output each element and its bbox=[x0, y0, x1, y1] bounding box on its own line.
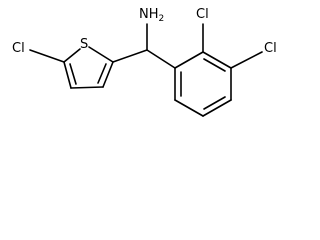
bond-c4-c5-double bbox=[69, 63, 77, 85]
bond-c2-central-carbon bbox=[112, 49, 148, 63]
bond-b5-b6 bbox=[174, 99, 204, 117]
bond-central-carbon-phenyl bbox=[146, 49, 176, 69]
bond-c3-c4 bbox=[70, 86, 104, 89]
benzene-ring bbox=[174, 51, 232, 117]
amine-label: NH2 bbox=[139, 7, 164, 24]
bond-b2-b3 bbox=[202, 51, 232, 69]
bond-b1-b2 bbox=[174, 51, 204, 69]
bond-c5-cl bbox=[29, 49, 65, 63]
sulfur-label: S bbox=[80, 37, 88, 52]
bond-b2-b3-double bbox=[203, 58, 226, 72]
thiophene-ring bbox=[63, 46, 114, 89]
bond-c2-c3-double bbox=[97, 63, 107, 84]
bond-b3-cl bbox=[230, 51, 263, 69]
bond-b4-b5-double bbox=[203, 96, 226, 110]
chlorine-meta-label: Cl bbox=[264, 41, 277, 56]
bond-c4-c5 bbox=[63, 61, 72, 89]
amine-text: NH bbox=[139, 7, 159, 22]
bond-s-c2 bbox=[88, 46, 114, 63]
bond-c2-c3 bbox=[102, 61, 114, 88]
bond-b4-b5 bbox=[202, 99, 232, 117]
chemical-structure-diagram: NH2 S Cl Cl Cl bbox=[12, 7, 277, 117]
bond-c5-s bbox=[63, 48, 81, 63]
chlorine-thiophene-label: Cl bbox=[12, 41, 25, 56]
amine-subscript: 2 bbox=[159, 14, 165, 24]
chlorine-ortho-label: Cl bbox=[196, 7, 209, 22]
